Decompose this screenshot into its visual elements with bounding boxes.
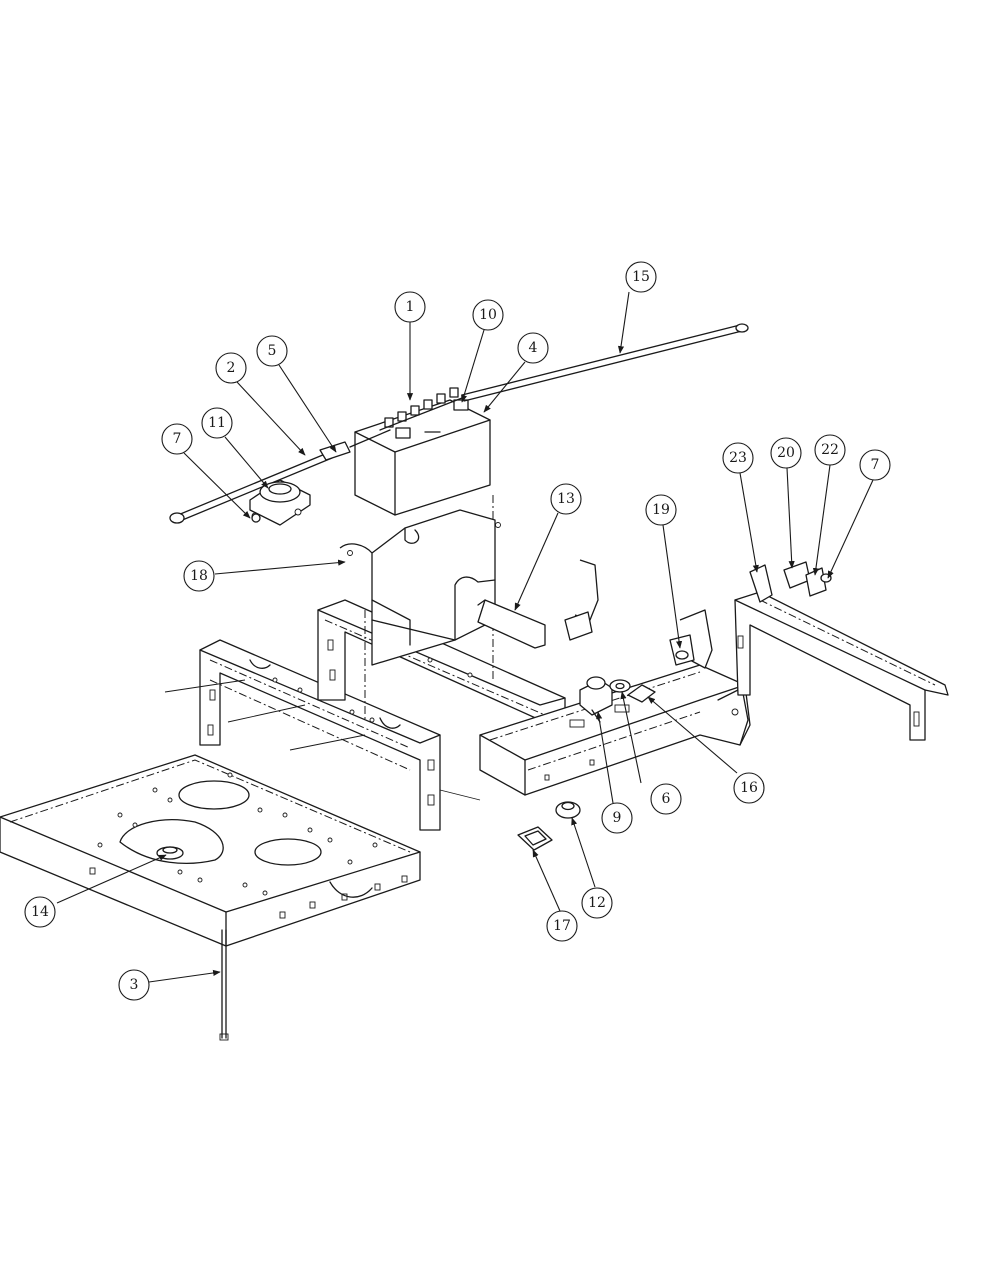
chassis-holes <box>97 772 378 896</box>
callout-label: 13 <box>557 491 575 507</box>
callout-label: 6 <box>662 791 671 807</box>
callout-7-right: 7 <box>859 449 891 481</box>
positive-battery-cable <box>379 323 749 431</box>
callout-label: 9 <box>613 810 622 826</box>
callout-7-left: 7 <box>161 423 193 455</box>
bezel-17 <box>517 826 553 851</box>
callout-label: 18 <box>190 568 208 584</box>
callout-label: 7 <box>871 457 880 473</box>
callout-18: 18 <box>183 560 215 592</box>
callout-20: 20 <box>770 437 802 469</box>
right-side-bracket <box>734 591 949 741</box>
callout-17: 17 <box>546 910 578 942</box>
relay-22 <box>805 567 827 597</box>
callout-label: 1 <box>406 299 415 315</box>
ignition-switch <box>579 676 613 723</box>
callout-5: 5 <box>256 335 288 367</box>
ground-strap-3 <box>219 929 229 1041</box>
callout-12: 12 <box>581 887 613 919</box>
callout-label: 4 <box>529 340 538 356</box>
control-panel-channel <box>479 664 751 796</box>
callout-19: 19 <box>645 494 677 526</box>
callout-15: 15 <box>625 261 657 293</box>
callout-11: 11 <box>201 407 233 439</box>
callout-label: 11 <box>208 415 226 431</box>
callout-label: 5 <box>268 343 277 359</box>
fuel-gauge <box>555 801 581 819</box>
callout-13: 13 <box>550 483 582 515</box>
callout-label: 7 <box>173 431 182 447</box>
callout-label: 23 <box>729 450 747 466</box>
callout-22: 22 <box>814 434 846 466</box>
battery <box>354 387 491 516</box>
callout-label: 17 <box>553 918 571 934</box>
callout-label: 12 <box>588 895 606 911</box>
callout-23: 23 <box>722 442 754 474</box>
pto-switch <box>627 684 656 703</box>
callout-label: 14 <box>31 904 49 920</box>
relay-bracket-23 <box>749 564 773 603</box>
chassis-base-plate <box>0 754 421 1041</box>
callout-3: 3 <box>118 969 150 1001</box>
callout-14: 14 <box>24 896 56 928</box>
callout-9: 9 <box>601 802 633 834</box>
chassis-slots <box>89 867 408 919</box>
callout-label: 2 <box>227 360 236 376</box>
callout-6: 6 <box>650 783 682 815</box>
seat-switch-bracket <box>477 559 599 649</box>
callout-label: 16 <box>740 780 758 796</box>
callout-label: 22 <box>821 442 839 458</box>
callout-label: 20 <box>777 445 795 461</box>
bracket-switch-19 <box>669 609 713 669</box>
callout-label: 19 <box>652 502 670 518</box>
nut-7-left <box>251 513 261 523</box>
callout-10: 10 <box>472 299 504 331</box>
battery-tray <box>339 509 501 666</box>
callout-label: 15 <box>632 269 650 285</box>
callout-4: 4 <box>517 332 549 364</box>
leader-lines <box>56 291 874 983</box>
callout-16: 16 <box>733 772 765 804</box>
ignition-nut <box>609 679 631 693</box>
callout-label: 10 <box>479 307 497 323</box>
callout-label: 3 <box>130 977 139 993</box>
callout-2: 2 <box>215 352 247 384</box>
callout-1: 1 <box>394 291 426 323</box>
callout-bubbles: 1 10 15 4 5 2 11 7 13 18 19 23 20 22 7 9… <box>24 261 891 1001</box>
